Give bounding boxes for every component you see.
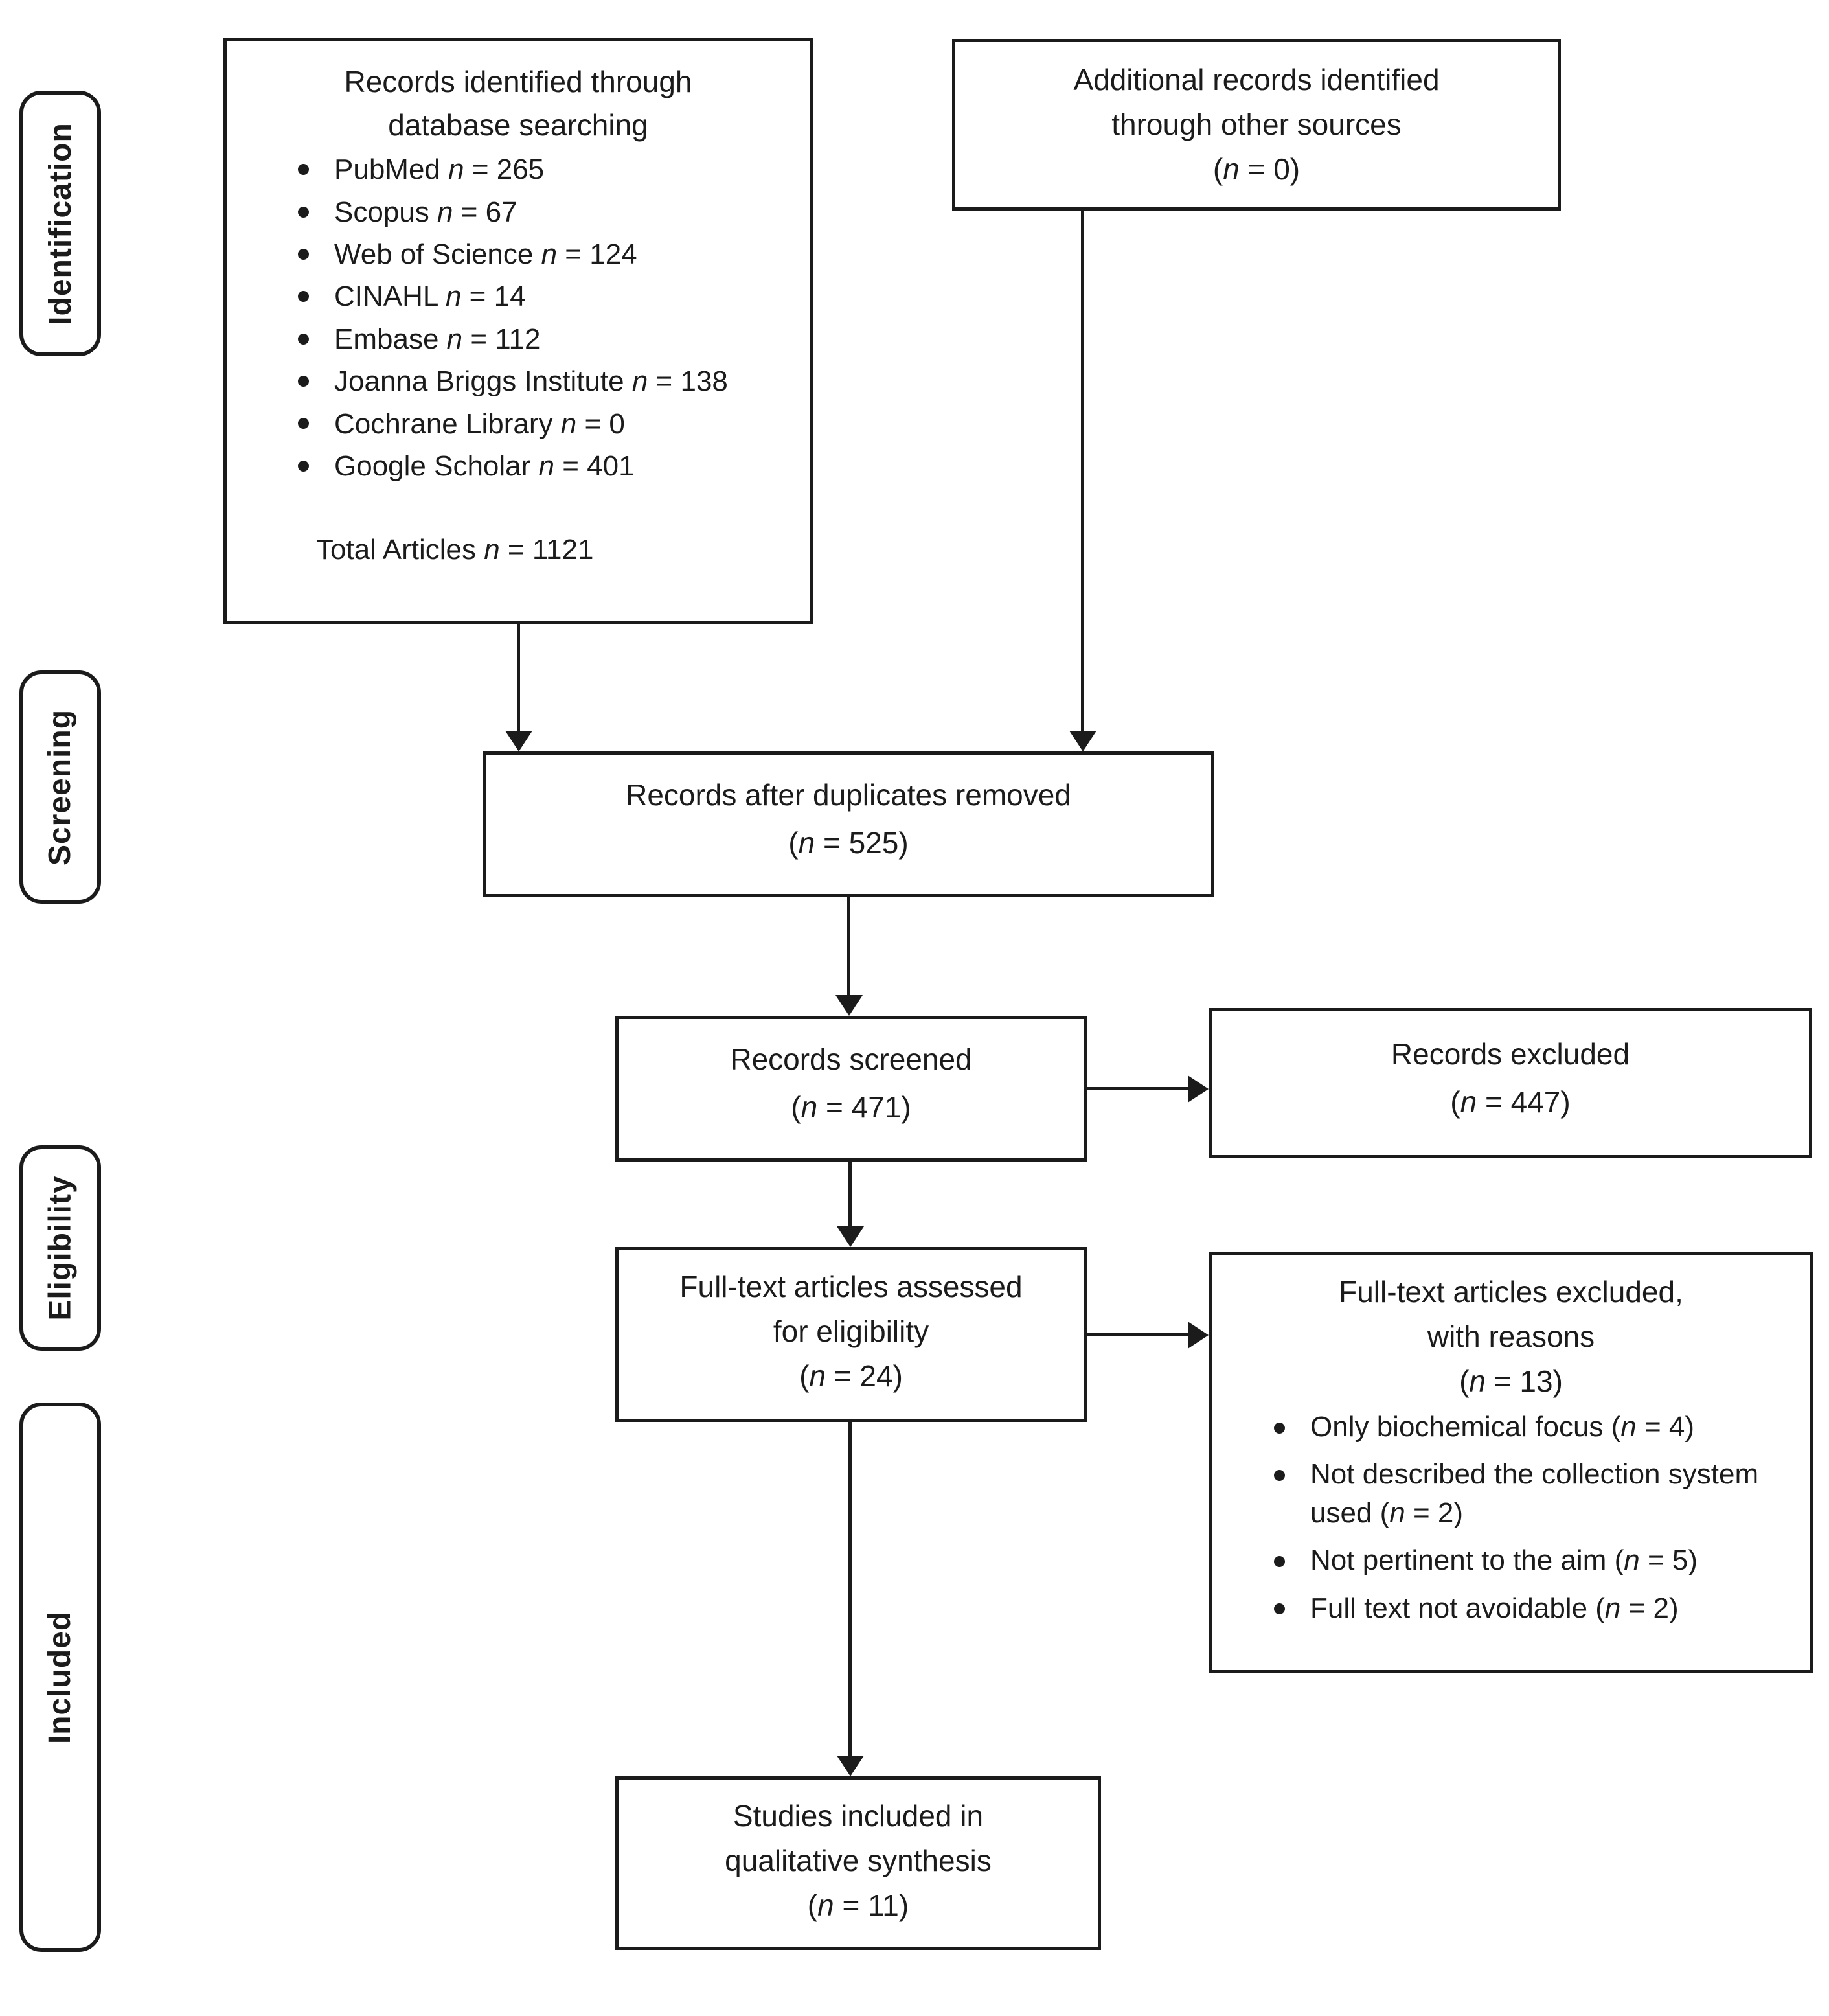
connector-duplicates-to-screened bbox=[847, 897, 850, 996]
duplicates-removed-box: Records after duplicates removed (n = 52… bbox=[483, 751, 1214, 897]
box-title-line: Records screened bbox=[730, 1042, 972, 1076]
count-line: (n = 11) bbox=[807, 1888, 909, 1922]
count-line: (n = 24) bbox=[799, 1359, 903, 1393]
arrowhead-down-icon bbox=[835, 995, 863, 1016]
arrowhead-down-icon bbox=[505, 731, 532, 751]
count-line: (n = 13) bbox=[1459, 1364, 1563, 1398]
list-item-web-of-science: Web of Science n = 124 bbox=[291, 234, 798, 275]
box-title-line: Records identified through bbox=[344, 65, 692, 98]
box-title-line: Full-text articles excluded, bbox=[1339, 1275, 1683, 1309]
box-title-line: Additional records identified bbox=[1073, 63, 1440, 97]
exclusion-reason-list: Only biochemical focus (n = 4) Not descr… bbox=[1267, 1408, 1762, 1636]
box-title-line: Full-text articles assessed bbox=[679, 1270, 1023, 1303]
count-line: (n = 471) bbox=[791, 1090, 911, 1124]
database-source-list: PubMed n = 265 Scopus n = 67 Web of Scie… bbox=[291, 149, 798, 488]
stage-label-identification: Identification bbox=[19, 91, 101, 356]
list-item-google-scholar: Google Scholar n = 401 bbox=[291, 446, 798, 487]
stage-label-text: Eligibility bbox=[43, 1175, 78, 1321]
count-line: (n = 525) bbox=[788, 825, 909, 860]
arrowhead-right-icon bbox=[1188, 1075, 1209, 1103]
connector-screened-to-fulltext bbox=[848, 1162, 852, 1228]
box-title-line: Records after duplicates removed bbox=[626, 778, 1071, 812]
reason-item-biochemical: Only biochemical focus (n = 4) bbox=[1267, 1408, 1762, 1446]
box-title-line: with reasons bbox=[1427, 1320, 1595, 1353]
box-title-line: database searching bbox=[388, 108, 648, 142]
reason-item-not-avoidable: Full text not avoidable (n = 2) bbox=[1267, 1589, 1762, 1627]
records-excluded-box: Records excluded (n = 447) bbox=[1209, 1008, 1812, 1158]
connector-identified-to-duplicates bbox=[517, 624, 520, 733]
connector-additional-to-duplicates bbox=[1081, 211, 1084, 733]
stage-label-screening: Screening bbox=[19, 670, 101, 904]
connector-fulltext-to-excluded bbox=[1087, 1333, 1189, 1336]
count-line: (n = 0) bbox=[1212, 152, 1301, 186]
list-item-pubmed: PubMed n = 265 bbox=[291, 149, 798, 190]
stage-label-eligibility: Eligibility bbox=[19, 1145, 101, 1351]
connector-fulltext-to-included bbox=[848, 1422, 852, 1757]
count-line: (n = 447) bbox=[1450, 1084, 1571, 1119]
box-title-line: Studies included in bbox=[733, 1799, 984, 1833]
records-identified-box: Records identified through database sear… bbox=[223, 38, 813, 624]
stage-label-text: Screening bbox=[43, 709, 78, 865]
box-title-line: Records excluded bbox=[1391, 1037, 1630, 1071]
connector-screened-to-excluded bbox=[1087, 1087, 1189, 1090]
fulltext-assessed-box: Full-text articles assessed for eligibil… bbox=[615, 1247, 1087, 1422]
stage-label-text: Included bbox=[43, 1610, 78, 1744]
studies-included-box: Studies included in qualitative synthesi… bbox=[615, 1776, 1101, 1950]
total-articles-line: Total Articles n = 1121 bbox=[316, 534, 594, 566]
reason-item-collection-system: Not described the collection system used… bbox=[1267, 1455, 1762, 1532]
stage-label-text: Identification bbox=[43, 122, 78, 325]
list-item-joanna-briggs: Joanna Briggs Institute n = 138 bbox=[291, 361, 798, 402]
list-item-embase: Embase n = 112 bbox=[291, 319, 798, 360]
box-title-line: qualitative synthesis bbox=[725, 1844, 992, 1877]
arrowhead-right-icon bbox=[1188, 1322, 1209, 1349]
list-item-cochrane: Cochrane Library n = 0 bbox=[291, 404, 798, 444]
stage-label-included: Included bbox=[19, 1403, 101, 1952]
arrowhead-down-icon bbox=[837, 1756, 864, 1776]
box-title-line: for eligibility bbox=[773, 1314, 929, 1348]
arrowhead-down-icon bbox=[837, 1226, 864, 1247]
arrowhead-down-icon bbox=[1069, 731, 1096, 751]
box-title-line: through other sources bbox=[1111, 108, 1402, 141]
additional-records-box: Additional records identified through ot… bbox=[952, 39, 1561, 211]
list-item-scopus: Scopus n = 67 bbox=[291, 192, 798, 233]
reason-item-not-pertinent: Not pertinent to the aim (n = 5) bbox=[1267, 1541, 1762, 1579]
list-item-cinahl: CINAHL n = 14 bbox=[291, 276, 798, 317]
records-screened-box: Records screened (n = 471) bbox=[615, 1016, 1087, 1162]
fulltext-excluded-box: Full-text articles excluded, with reason… bbox=[1209, 1252, 1813, 1673]
